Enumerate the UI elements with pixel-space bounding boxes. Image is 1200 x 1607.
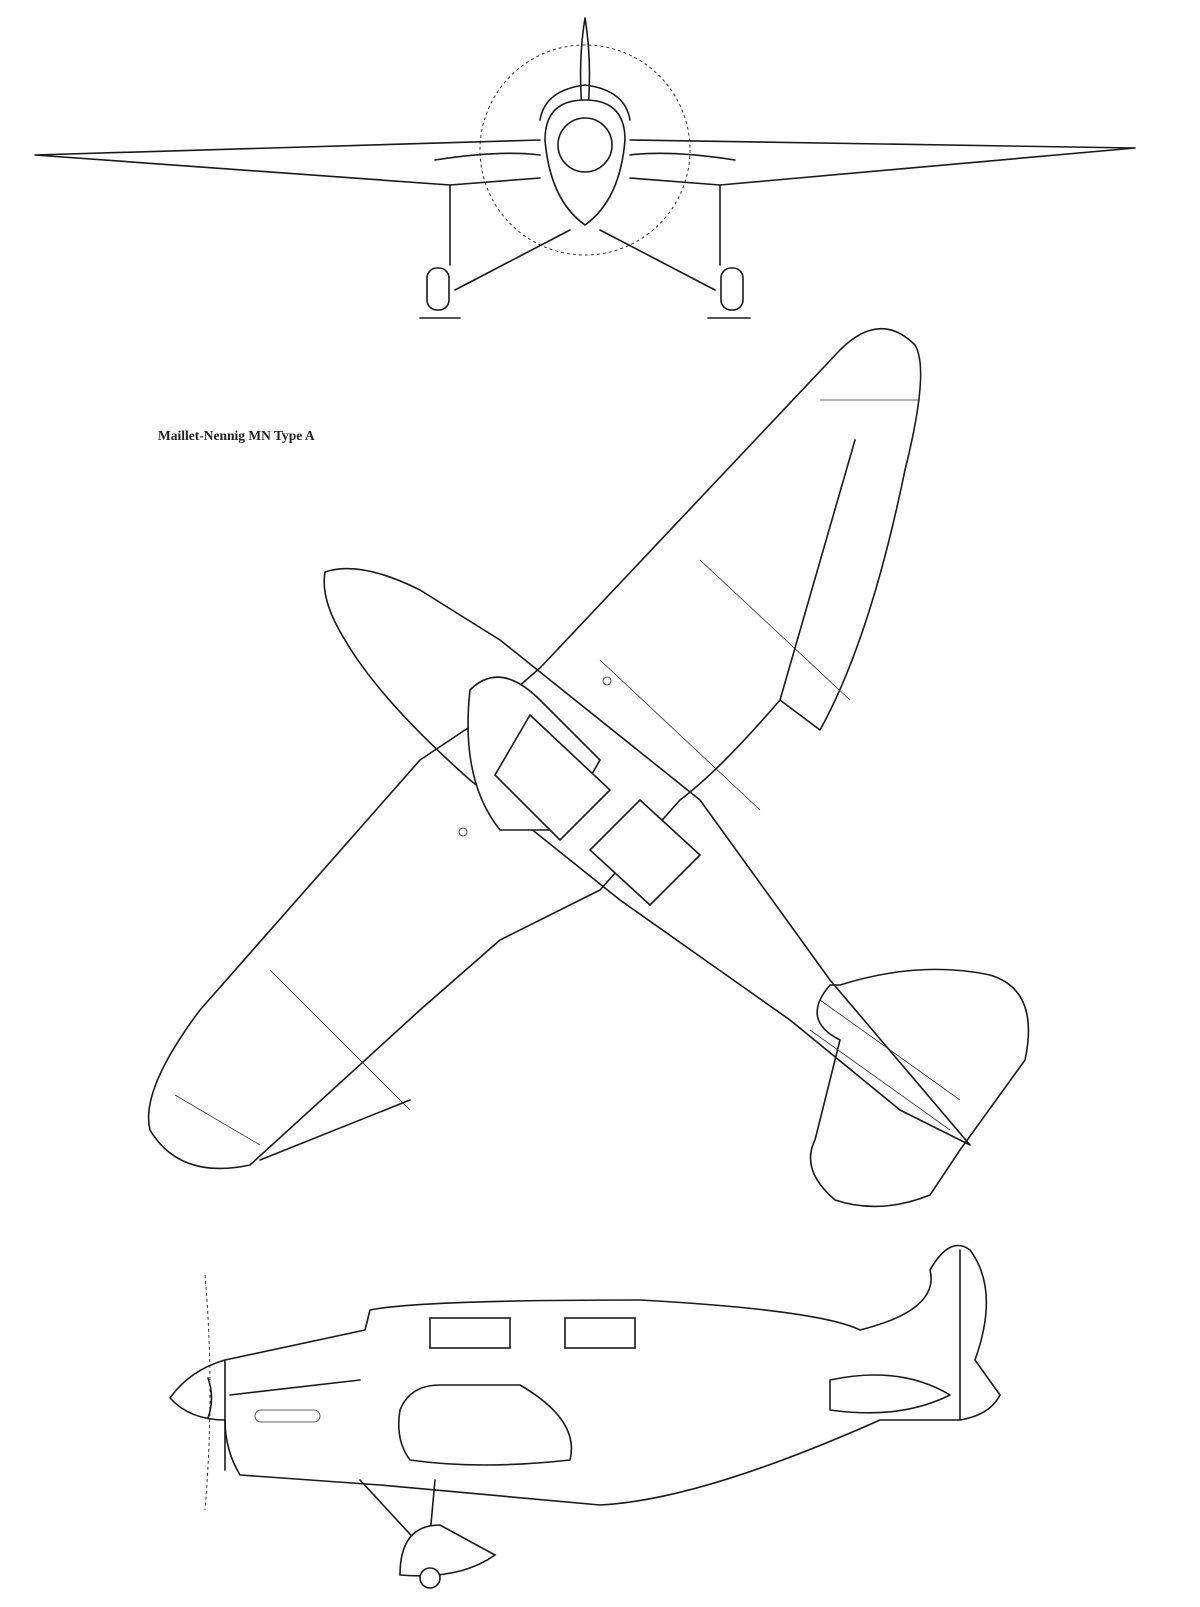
side-wheel-fairing — [399, 1524, 497, 1577]
side-panel-lines — [224, 1249, 961, 1471]
top-tail-fin-lines — [809, 999, 961, 1131]
side-wheel — [419, 1567, 441, 1589]
top-fitting-1 — [602, 676, 612, 686]
front-canopy — [539, 84, 631, 121]
side-propeller-hub — [207, 1377, 213, 1419]
side-cockpit-window-1 — [429, 1317, 511, 1349]
top-cockpit-window-2 — [588, 798, 702, 907]
side-tailplane — [829, 1374, 951, 1414]
front-right-wheel — [720, 267, 744, 311]
side-propeller-disc — [204, 1274, 211, 1511]
front-view — [34, 17, 1136, 319]
side-wing-root — [397, 1384, 573, 1466]
top-aileron-lines — [259, 439, 856, 1161]
top-wing-panel-lines — [174, 399, 920, 1146]
top-tailplane — [809, 968, 1030, 1208]
drawing-title: Maillet-Nennig MN Type A — [158, 428, 315, 443]
top-view — [147, 327, 1030, 1208]
propeller-disc — [479, 44, 691, 256]
side-exhaust-slot — [254, 1409, 321, 1423]
front-propeller-blade — [579, 17, 591, 111]
top-cockpit-window-1 — [493, 713, 612, 842]
front-left-wheel — [426, 267, 450, 311]
top-fitting-2 — [458, 827, 468, 837]
front-landing-gear-struts — [449, 184, 721, 291]
top-fuselage — [323, 567, 971, 1146]
front-tailplane — [434, 152, 736, 161]
side-cockpit-window-2 — [564, 1317, 636, 1349]
side-fuselage — [169, 1244, 1001, 1506]
side-view — [169, 1244, 1001, 1589]
front-spinner — [557, 117, 613, 173]
